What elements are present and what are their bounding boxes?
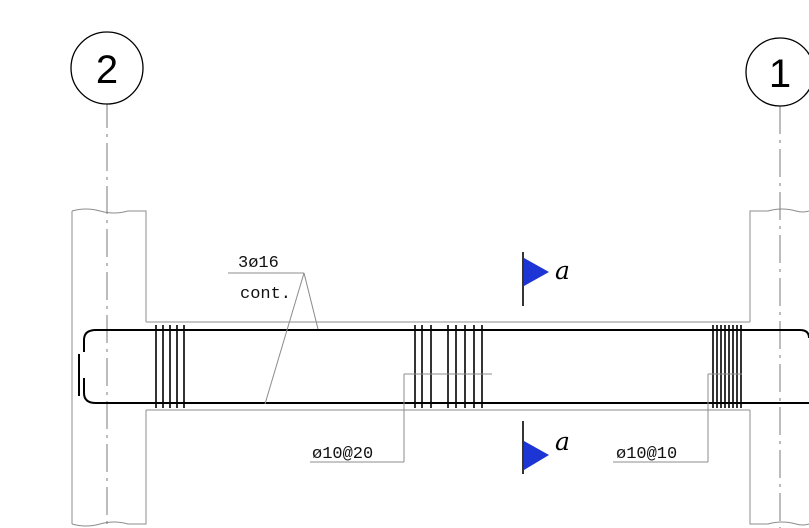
beam-outline bbox=[146, 321, 750, 411]
longitudinal-bar-sublabel: cont. bbox=[240, 285, 291, 304]
section-marker-top: a bbox=[522, 252, 570, 306]
stirrups-center-group bbox=[414, 325, 483, 408]
longitudinal-rebar bbox=[78, 329, 809, 404]
section-label-top: a bbox=[555, 256, 570, 285]
grid-bubble-2: 2 bbox=[70, 31, 144, 105]
grid-bubble-1-label: 1 bbox=[769, 52, 791, 96]
section-flag-bottom-icon bbox=[524, 441, 549, 470]
left-column bbox=[71, 208, 147, 527]
right-column bbox=[749, 208, 809, 526]
end-stirrup-label: ø10@10 bbox=[616, 445, 677, 464]
section-flag-top-icon bbox=[524, 258, 549, 286]
longitudinal-bar-callout: 3ø16 cont. bbox=[228, 254, 319, 405]
stirrups-right-group bbox=[712, 325, 742, 408]
section-label-bottom: a bbox=[555, 427, 570, 456]
grid-bubble-1: 1 bbox=[745, 37, 809, 107]
section-marker-bottom: a bbox=[522, 421, 570, 474]
center-stirrup-callout: ø10@20 bbox=[310, 373, 492, 464]
grid-bubble-2-label: 2 bbox=[96, 48, 118, 92]
stirrups-left-group bbox=[155, 325, 185, 408]
end-stirrup-callout: ø10@10 bbox=[613, 373, 742, 464]
longitudinal-bar-label: 3ø16 bbox=[238, 254, 279, 273]
center-stirrup-label: ø10@20 bbox=[312, 445, 373, 464]
